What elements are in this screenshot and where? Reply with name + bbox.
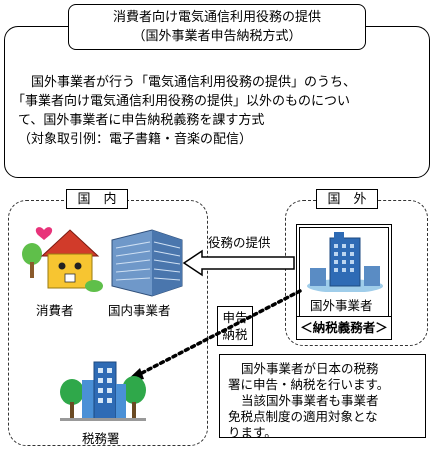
- note-line2: 署に申告・納税を行います。: [228, 377, 390, 392]
- filing-label-line2: 納税: [222, 327, 248, 342]
- service-arrow: [182, 249, 295, 277]
- tax-office-label: 税務署: [82, 431, 120, 446]
- description-text: 国外事業者が行う「電気通信利用役務の提供」のうち、 「事業者向け電気通信利用役務…: [12, 73, 423, 149]
- service-arrow-label: 役務の提供: [208, 235, 271, 250]
- domestic-business-building-icon: [111, 229, 183, 297]
- description-line4: （対象取引例：電子書籍・音楽の配信）: [18, 132, 253, 147]
- domestic-label: 国 内: [66, 189, 128, 209]
- tax-office-building-icon: [60, 361, 146, 421]
- description-line3: て、国外事業者に申告納税義務を課す方式: [18, 113, 265, 128]
- description-line1: 国外事業者が行う「電気通信利用役務の提供」のうち、: [31, 75, 357, 90]
- title-box: 消費者向け電気通信利用役務の提供 （国外事業者申告納税方式）: [68, 4, 366, 50]
- note-line1: 国外事業者が日本の税務: [241, 361, 379, 376]
- foreign-business-building-icon: [307, 232, 383, 292]
- note-line3: 当該国外事業者も事業者: [241, 393, 379, 408]
- description-line2: 「事業者向け電気通信利用役務の提供」以外のものについ: [12, 94, 351, 109]
- consumer-label: 消費者: [36, 303, 74, 318]
- note-line4: 免税点制度の適用対象とな: [228, 409, 378, 424]
- foreign-business-label: 国外事業者: [310, 298, 373, 313]
- note-line5: ります。: [228, 425, 277, 440]
- foreign-label: 国 外: [316, 189, 378, 209]
- title-line1: 消費者向け電気通信利用役務の提供: [112, 10, 321, 25]
- domestic-business-label: 国内事業者: [108, 303, 171, 318]
- note-box: 国外事業者が日本の税務 署に申告・納税を行います。 当該国外事業者も事業者 免税…: [219, 354, 426, 440]
- taxpayer-obligor-label: ＜納税義務者＞: [296, 316, 392, 340]
- title-line2: （国外事業者申告納税方式）: [132, 29, 302, 44]
- consumer-house-icon: [22, 227, 103, 292]
